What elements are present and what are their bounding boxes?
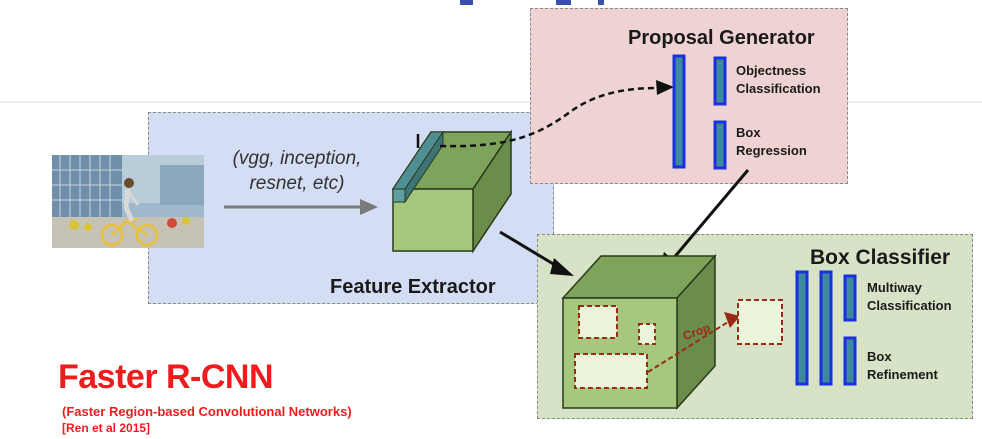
- box-refinement-line-2: Refinement: [867, 367, 938, 382]
- method-subtitle: (Faster Region-based Convolutional Netwo…: [62, 404, 352, 419]
- input-arrow: [224, 199, 378, 215]
- box-classifier-label: Box Classifier: [810, 246, 951, 269]
- objectness-line-2: Classification: [736, 81, 821, 96]
- proposal-input-arrow: [439, 80, 674, 148]
- objectness-label: Objectness Classification: [736, 62, 821, 98]
- proposal-generator-label: Proposal Generator: [628, 27, 815, 49]
- objectness-line-1: Objectness: [736, 63, 807, 78]
- backbone-options: (vgg, inception, resnet, etc): [222, 146, 372, 196]
- proposal-generator-panel: [530, 8, 848, 184]
- input-image: [52, 155, 204, 248]
- box-refinement-label: Box Refinement: [867, 348, 938, 384]
- box-regression-line-2: Regression: [736, 143, 807, 158]
- classifier-fc-layers: [795, 270, 857, 386]
- box-regression-line-1: Box: [736, 125, 761, 140]
- proposal-fc-layers: [672, 54, 727, 170]
- crop-arrow: [647, 299, 783, 373]
- multiway-line-2: Classification: [867, 298, 952, 313]
- slide-title-fragment: [0, 0, 982, 16]
- backbone-line-1: (vgg, inception,: [232, 148, 362, 169]
- method-reference: [Ren et al 2015]: [62, 421, 151, 435]
- feature-map-cube: [391, 129, 513, 254]
- method-title: Faster R-CNN: [58, 358, 274, 396]
- box-refinement-line-1: Box: [867, 349, 892, 364]
- feature-extractor-label: Feature Extractor: [330, 276, 496, 298]
- roi-feature-cube: [561, 254, 717, 410]
- slice-marker: [416, 134, 420, 148]
- backbone-line-2: resnet, etc): [249, 173, 345, 194]
- multiway-classification-label: Multiway Classification: [867, 279, 952, 315]
- multiway-line-1: Multiway: [867, 280, 922, 295]
- slide-divider: [0, 101, 982, 103]
- box-regression-label: Box Regression: [736, 124, 807, 160]
